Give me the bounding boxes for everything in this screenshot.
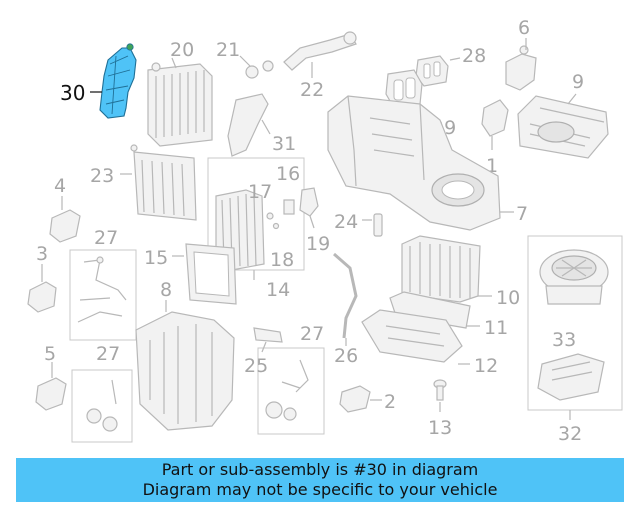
callout-4: 4: [54, 175, 66, 197]
callout-22: 22: [300, 79, 324, 101]
part-15-frame: [185, 243, 237, 305]
part-2-actuator: [339, 385, 371, 413]
part-1-actuator: [481, 99, 509, 137]
callout-10: 10: [496, 287, 520, 309]
part-31-bracket: [227, 93, 269, 157]
part-13-bolt: [433, 379, 447, 401]
callout-3: 3: [36, 243, 48, 265]
callout-30: 30: [60, 81, 85, 105]
callout-17: 17: [248, 181, 272, 203]
callout-27b: 27: [96, 343, 120, 365]
part-23-core: [130, 144, 197, 221]
part-25-sensor: [253, 327, 283, 343]
part-33-resistor: [537, 353, 605, 401]
callout-20: 20: [170, 39, 194, 61]
callout-6: 6: [518, 17, 530, 39]
callout-32: 32: [558, 423, 582, 445]
callout-11: 11: [484, 317, 508, 339]
callout-19: 19: [306, 233, 330, 255]
part-26-hose: [333, 252, 358, 339]
banner-line-1: Part or sub-assembly is #30 in diagram: [161, 460, 479, 479]
part-32-blower-motor: [539, 249, 609, 305]
callout-5: 5: [44, 343, 56, 365]
callout-15: 15: [144, 247, 168, 269]
callout-7: 7: [516, 203, 528, 225]
part-19-seal: [299, 187, 319, 217]
part-27-linkage-c: [265, 359, 309, 421]
callout-27c: 27: [300, 323, 324, 345]
callout-2: 2: [384, 391, 396, 413]
part-7-hvac-housing: [327, 95, 501, 231]
callout-27a: 27: [94, 227, 118, 249]
part-16-valve: [283, 199, 295, 215]
callout-18: 18: [270, 249, 294, 271]
part-27-linkage-b: [86, 379, 118, 432]
part-info-banner: Part or sub-assembly is #30 in diagram D…: [16, 458, 624, 502]
part-30-highlighted[interactable]: [99, 43, 137, 119]
callout-26: 26: [334, 345, 358, 367]
part-3-actuator: [27, 281, 57, 313]
part-10-filter: [401, 235, 481, 303]
callout-13: 13: [428, 417, 452, 439]
callout-25: 25: [244, 355, 268, 377]
part-5-actuator: [35, 377, 67, 411]
part-27-linkage-a: [77, 256, 127, 323]
callout-23: 23: [90, 165, 114, 187]
callout-33: 33: [552, 329, 576, 351]
callout-16: 16: [276, 163, 300, 185]
part-4-actuator: [49, 209, 81, 243]
callout-24: 24: [334, 211, 358, 233]
part-24-sensor: [373, 213, 383, 237]
callout-14: 14: [266, 279, 290, 301]
part-21-22-pipes: [245, 31, 357, 79]
parts-diagram: 30 20 21 22 28 2 9 6: [27, 17, 623, 445]
part-9-housing: [517, 95, 609, 159]
callout-21: 21: [216, 39, 240, 61]
part-6-actuator: [505, 45, 537, 91]
callout-28: 28: [462, 45, 486, 67]
part-8-lower-housing: [135, 311, 235, 431]
callout-8: 8: [160, 279, 172, 301]
part-12-panel: [361, 309, 463, 363]
callout-9: 9: [572, 71, 584, 93]
callout-12: 12: [474, 355, 498, 377]
callout-31: 31: [272, 133, 296, 155]
part-20-heater-core: [147, 62, 213, 147]
banner-line-2: Diagram may not be specific to your vehi…: [142, 480, 498, 499]
